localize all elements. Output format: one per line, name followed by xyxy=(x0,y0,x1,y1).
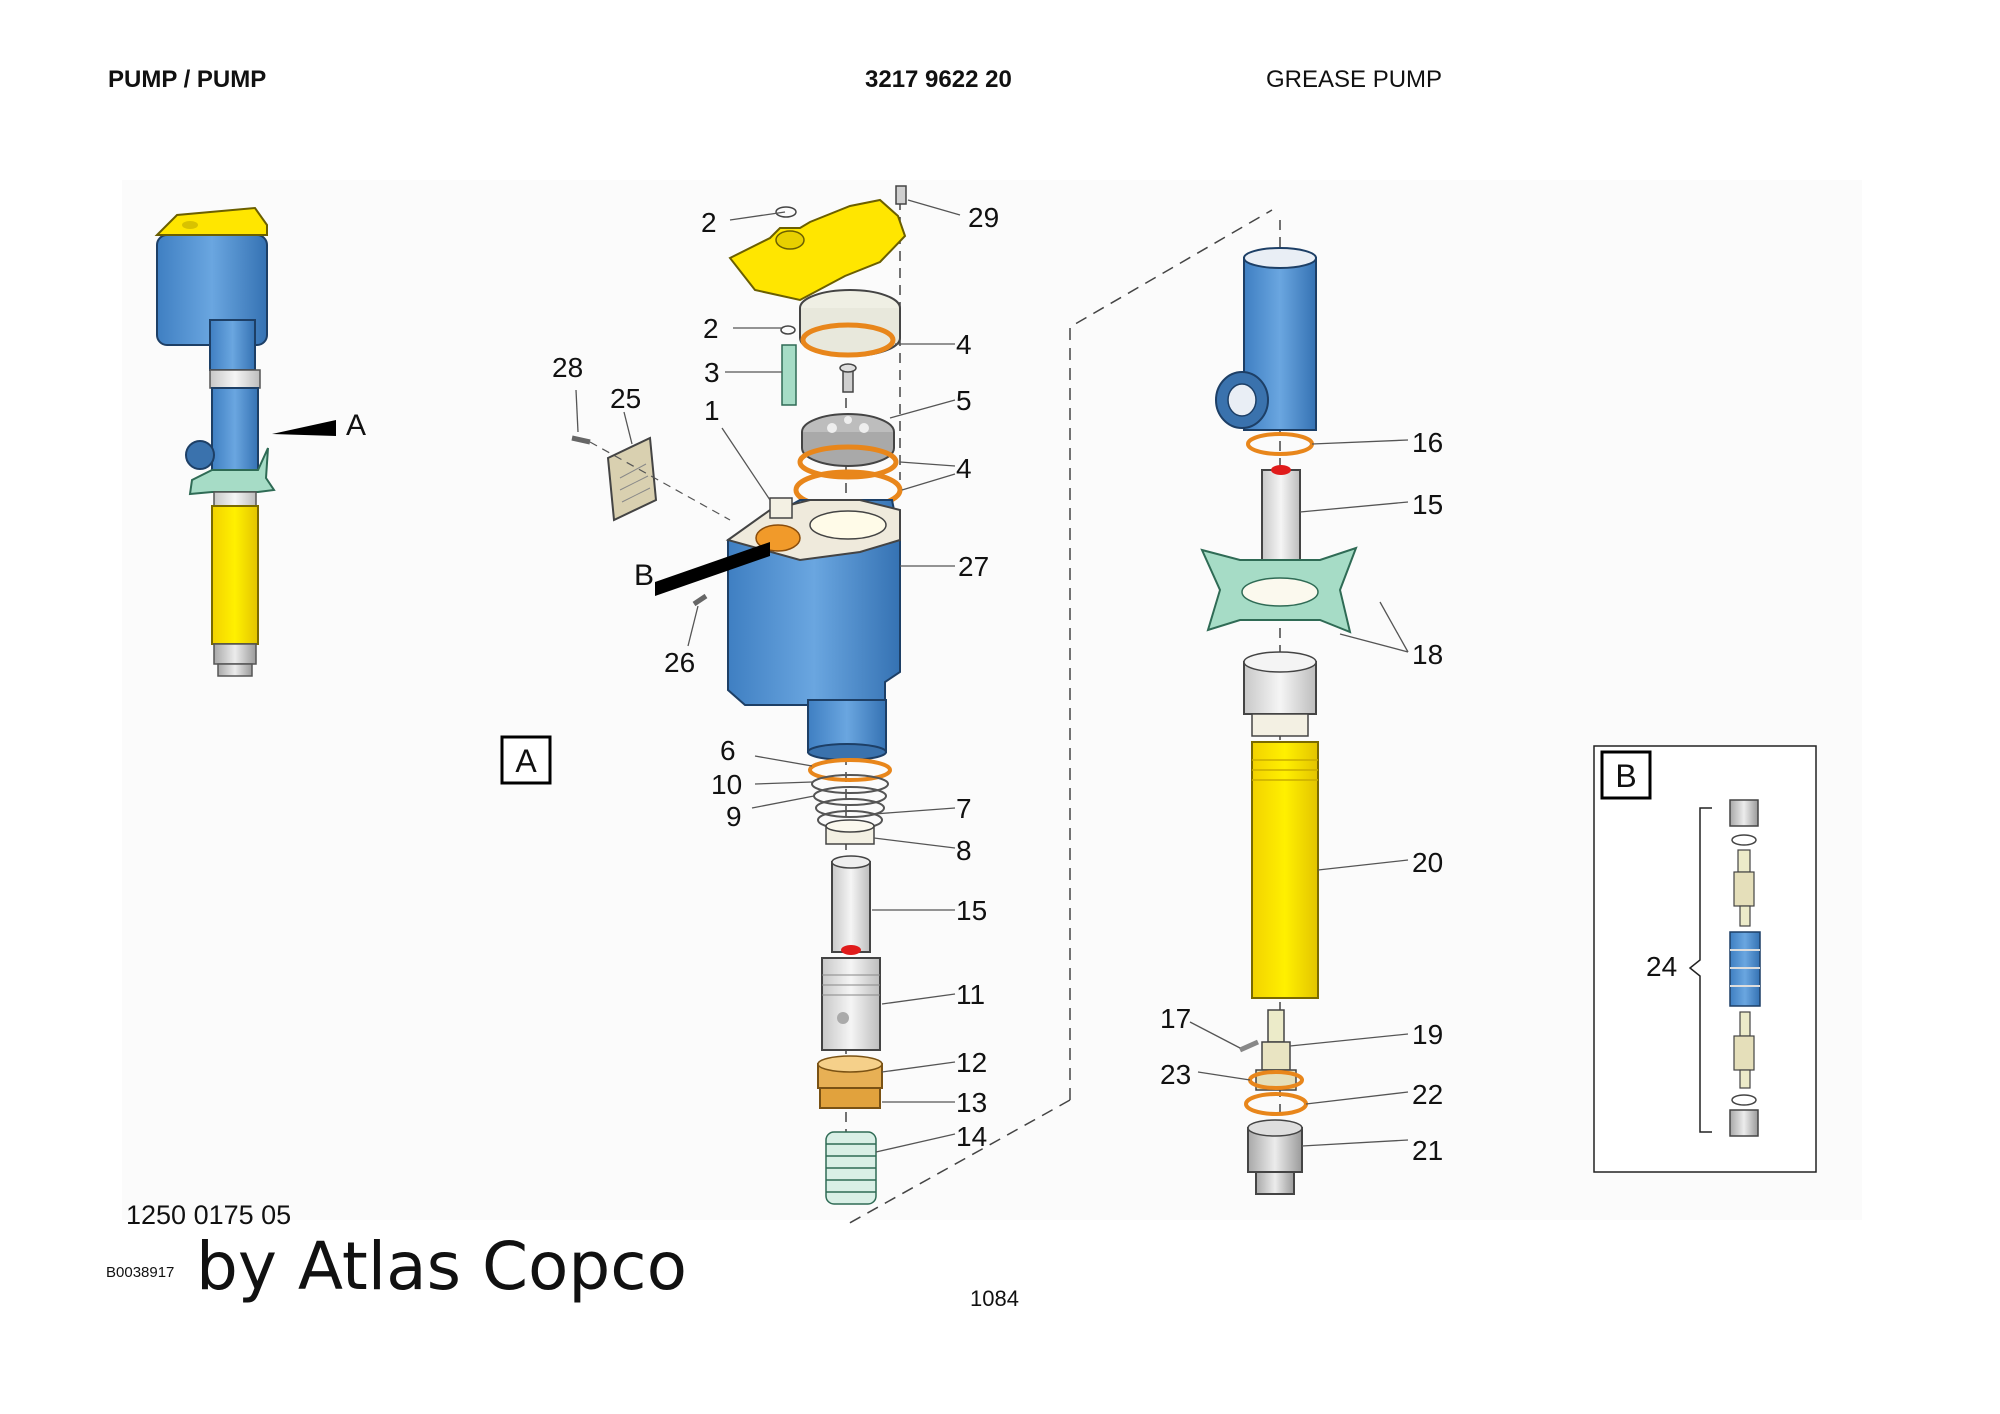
callout-11: 11 xyxy=(956,979,985,1010)
callout-5: 5 xyxy=(956,385,972,416)
callout-numbers: 2 29 2 3 4 1 5 4 27 28 25 26 6 10 9 7 8 … xyxy=(552,202,1677,1166)
callout-4-top: 4 xyxy=(956,329,972,360)
callout-24: 24 xyxy=(1646,951,1677,982)
view-b-label: B xyxy=(634,559,654,592)
drawing-number: 1250 0175 05 xyxy=(126,1200,292,1230)
callout-15-right: 15 xyxy=(1412,489,1443,520)
callout-29: 29 xyxy=(968,202,999,233)
callout-26: 26 xyxy=(664,647,695,678)
part-description: GREASE PUMP xyxy=(1266,66,1443,93)
overview-pump xyxy=(154,206,336,677)
callout-6: 6 xyxy=(720,735,736,766)
view-a-label: A xyxy=(346,409,366,442)
callout-15-left: 15 xyxy=(956,895,987,926)
leader-lines xyxy=(575,199,1409,1153)
detail-b-label: B xyxy=(1615,758,1636,794)
callout-18: 18 xyxy=(1412,639,1443,670)
image-code: B0038917 xyxy=(106,1264,175,1281)
drawing-area xyxy=(122,180,1862,1220)
watermark-text: by Atlas Copco xyxy=(196,1228,687,1305)
callout-8: 8 xyxy=(956,835,972,866)
callout-16: 16 xyxy=(1412,427,1443,458)
callout-27: 27 xyxy=(958,551,989,582)
callout-22: 22 xyxy=(1412,1079,1443,1110)
callout-17: 17 xyxy=(1160,1003,1191,1034)
callout-14: 14 xyxy=(956,1121,987,1152)
callout-12: 12 xyxy=(956,1047,987,1078)
callout-19: 19 xyxy=(1412,1019,1443,1050)
detail-a-label: A xyxy=(515,743,537,779)
detail-b-panel xyxy=(1593,745,1817,1173)
callout-13: 13 xyxy=(956,1087,987,1118)
callout-28: 28 xyxy=(552,352,583,383)
callout-9: 9 xyxy=(726,801,742,832)
callout-23: 23 xyxy=(1160,1059,1191,1090)
callout-4-lower: 4 xyxy=(956,453,972,484)
center-assembly xyxy=(571,185,1273,1226)
page-number: 1084 xyxy=(970,1286,1019,1311)
section-title: PUMP / PUMP xyxy=(108,66,267,93)
callout-25: 25 xyxy=(610,383,641,414)
callout-2-lower: 2 xyxy=(703,313,719,344)
callout-7: 7 xyxy=(956,793,972,824)
callout-2-top: 2 xyxy=(701,207,717,238)
right-assembly xyxy=(1200,220,1358,1195)
callout-20: 20 xyxy=(1412,847,1443,878)
callout-21: 21 xyxy=(1412,1135,1443,1166)
detail-a-box xyxy=(500,735,552,785)
callout-1: 1 xyxy=(704,395,720,426)
callout-3: 3 xyxy=(704,357,720,388)
callout-10: 10 xyxy=(711,769,742,800)
part-number: 3217 9622 20 xyxy=(865,66,1012,93)
